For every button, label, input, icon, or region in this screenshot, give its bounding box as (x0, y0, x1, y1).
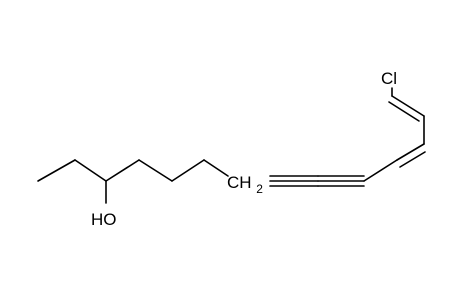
bond-c3-c4 (105, 159, 140, 182)
bond-c5-c6 (171, 159, 205, 182)
trans-double-bond (388, 95, 425, 122)
hydroxyl-label: HO (91, 210, 117, 229)
chlorine-label: Cl (381, 69, 397, 88)
bond-c4-c5 (138, 159, 173, 182)
cis-double-bond (396, 143, 426, 168)
bond-c2-c3 (74, 159, 107, 182)
bond-alkyne-vinyl (363, 159, 398, 182)
triple-bond-2 (317, 175, 365, 187)
bond-c6-ch2 (203, 159, 229, 177)
bond-c1-c2 (37, 159, 76, 182)
methylene-label: CH 2 (227, 173, 263, 196)
methylene-main: CH (227, 173, 252, 192)
methylene-subscript: 2 (256, 182, 263, 196)
triple-bond-1 (269, 175, 319, 187)
